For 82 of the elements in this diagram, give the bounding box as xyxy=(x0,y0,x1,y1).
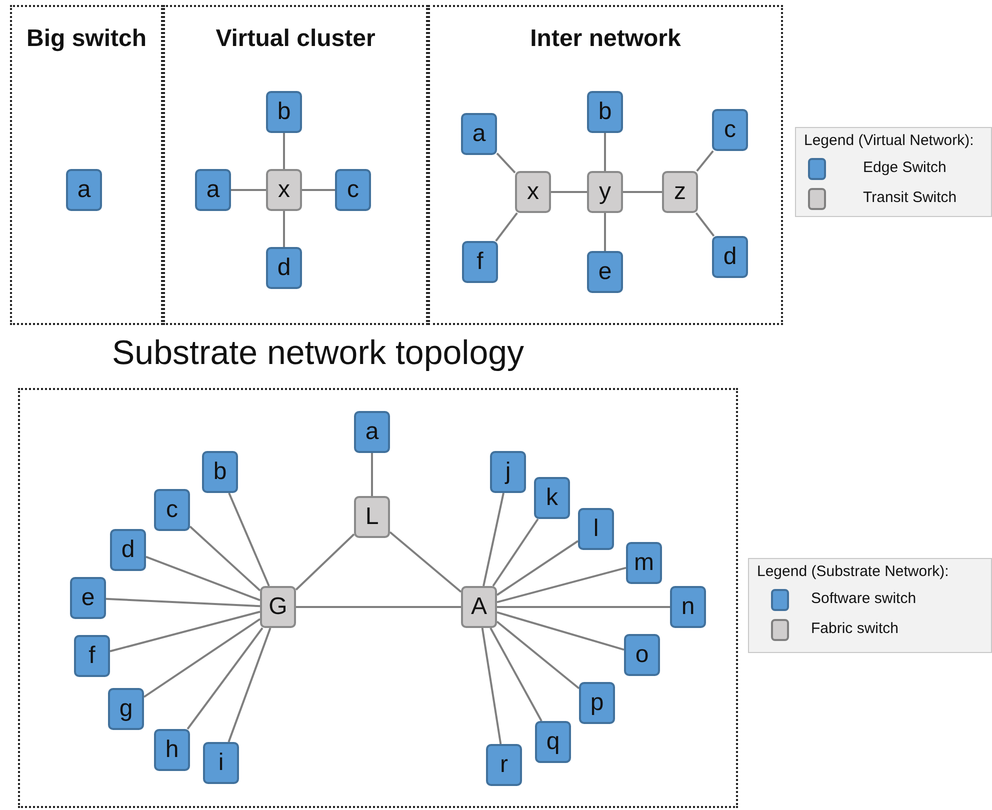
edge-switch-node: a xyxy=(461,113,497,155)
panel-title: Inter network xyxy=(529,25,682,53)
edge-switch-node: c xyxy=(154,489,190,531)
link-line xyxy=(302,189,335,191)
edge-switch-node: b xyxy=(266,91,302,133)
link-line xyxy=(371,453,373,496)
transit-switch-node: A xyxy=(461,586,497,628)
link-line xyxy=(482,492,504,586)
edge-switch-node: r xyxy=(486,744,522,786)
legend-label: Fabric switch xyxy=(811,620,899,637)
link-line xyxy=(497,606,670,608)
transit-switch-node: x xyxy=(515,171,551,213)
link-line xyxy=(143,618,261,698)
link-line xyxy=(623,191,662,193)
legend-label: Edge Switch xyxy=(863,159,946,176)
link-line xyxy=(296,606,461,608)
link-line xyxy=(146,556,260,602)
link-line xyxy=(186,627,264,730)
link-line xyxy=(496,540,579,596)
link-line xyxy=(110,610,260,652)
link-line xyxy=(231,189,266,191)
link-line xyxy=(495,212,518,242)
edge-switch-node: d xyxy=(266,247,302,289)
link-line xyxy=(283,133,285,169)
edge-switch-node: j xyxy=(490,451,526,493)
panel-title: Substrate network topology xyxy=(112,334,524,373)
edge-switch-node: b xyxy=(587,91,623,133)
edge-switch-node: k xyxy=(534,477,570,519)
edge-switch-node: n xyxy=(670,586,706,628)
link-line xyxy=(389,531,462,593)
link-line xyxy=(189,526,261,592)
edge-switch-node: c xyxy=(335,169,371,211)
link-line xyxy=(496,620,580,690)
link-line xyxy=(604,133,606,171)
link-line xyxy=(481,628,502,744)
edge-switch-node: d xyxy=(110,529,146,571)
link-line xyxy=(695,212,715,237)
edge-switch-node: h xyxy=(154,729,190,771)
network-panel xyxy=(428,5,783,325)
edge-switch-node: i xyxy=(203,742,239,784)
edge-switch-node: b xyxy=(202,451,238,493)
network-panel xyxy=(163,5,428,325)
link-line xyxy=(696,150,714,172)
edge-switch-node: g xyxy=(108,688,144,730)
link-line xyxy=(496,566,626,604)
transit-switch-node: x xyxy=(266,169,302,211)
legend-title: Legend (Virtual Network): xyxy=(804,132,974,149)
edge-switch-node: p xyxy=(579,682,615,724)
edge-switch-node: e xyxy=(587,251,623,293)
edge-switch-node: e xyxy=(70,577,106,619)
edge-switch-node: a xyxy=(66,169,102,211)
network-panel xyxy=(10,5,163,325)
link-line xyxy=(295,534,355,590)
edge-switch-node: f xyxy=(462,241,498,283)
link-line xyxy=(551,191,587,193)
transit-switch-node: L xyxy=(354,496,390,538)
edge-switch-node: d xyxy=(712,236,748,278)
edge-switch-node: q xyxy=(535,721,571,763)
edge-switch-node: a xyxy=(354,411,390,453)
edge-switch-node: m xyxy=(626,542,662,584)
link-line xyxy=(490,628,542,722)
link-line xyxy=(496,611,624,651)
transit-switch-node: y xyxy=(587,171,623,213)
edge-switch-node: o xyxy=(624,634,660,676)
link-line xyxy=(492,518,539,587)
link-line xyxy=(228,492,270,586)
link-line xyxy=(496,152,516,174)
transit-switch-node: G xyxy=(260,586,296,628)
panel-title: Virtual cluster xyxy=(214,25,376,53)
edge-switch-node: l xyxy=(578,508,614,550)
edge-switch-node: c xyxy=(712,109,748,151)
link-line xyxy=(283,211,285,247)
panel-title: Big switch xyxy=(25,25,148,53)
link-line xyxy=(228,628,272,742)
transit-switch-node: z xyxy=(662,171,698,213)
legend-label: Transit Switch xyxy=(863,189,957,206)
edge-switch-node: a xyxy=(195,169,231,211)
edge-switch-node: f xyxy=(74,635,110,677)
legend-title: Legend (Substrate Network): xyxy=(757,563,949,580)
legend-label: Software switch xyxy=(811,590,916,607)
link-line xyxy=(106,598,260,608)
link-line xyxy=(604,213,606,251)
